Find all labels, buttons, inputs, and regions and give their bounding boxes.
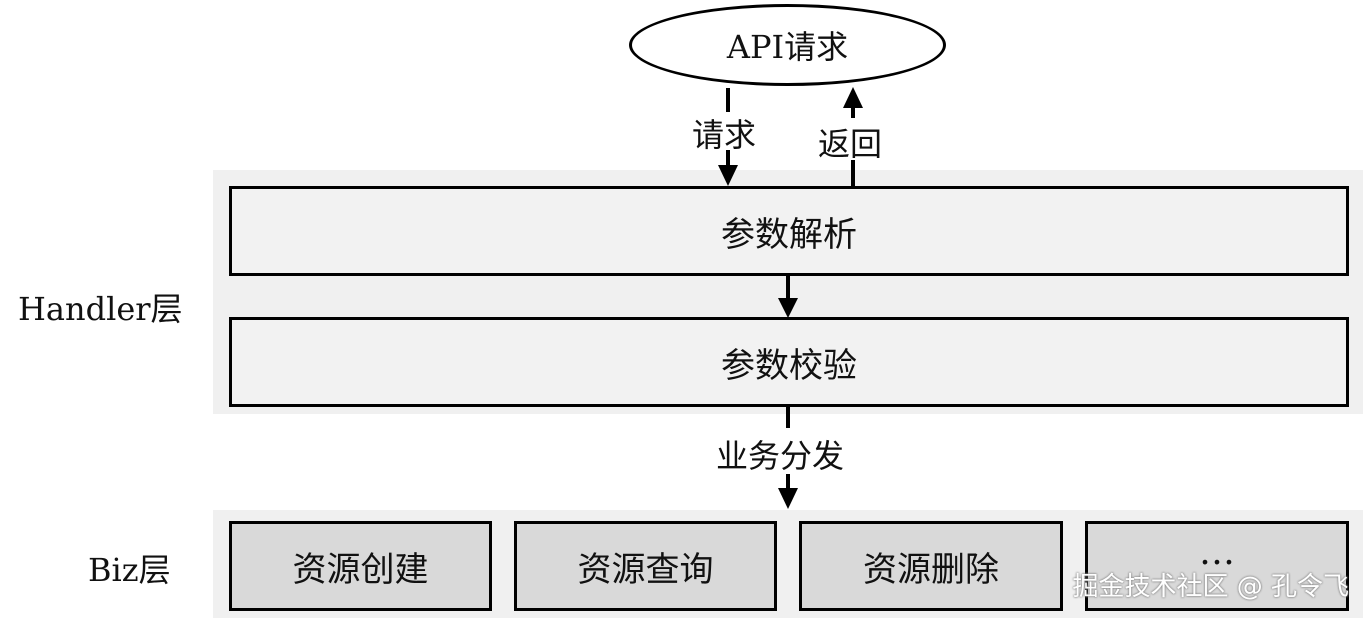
biz-layer-label: Biz层 <box>88 551 171 589</box>
resource-query-label: 资源查询 <box>577 549 714 590</box>
resource-create-box: 资源创建 <box>229 521 492 611</box>
resource-delete-box: 资源删除 <box>799 521 1063 611</box>
api-request-label: API请求 <box>726 28 849 66</box>
return-arrow-head <box>843 87 863 108</box>
return-label: 返回 <box>818 125 883 163</box>
api-request-node: API请求 <box>629 4 946 86</box>
more-resources-box: … <box>1085 521 1349 611</box>
dispatch-arrow-head <box>778 488 798 509</box>
resource-delete-label: 资源删除 <box>863 549 999 590</box>
resource-query-box: 资源查询 <box>514 521 777 611</box>
param-validate-box: 参数校验 <box>229 317 1349 407</box>
dispatch-label: 业务分发 <box>716 437 845 475</box>
param-parse-label: 参数解析 <box>721 214 857 255</box>
parse-to-validate-arrow-head <box>778 298 798 318</box>
request-arrow-head <box>718 165 738 186</box>
watermark-text: 掘金技术社区 @ 孔令飞 <box>1072 572 1349 602</box>
param-validate-label: 参数校验 <box>721 345 857 386</box>
resource-create-label: 资源创建 <box>292 549 429 590</box>
request-label: 请求 <box>692 116 757 154</box>
handler-layer-label: Handler层 <box>18 290 183 328</box>
param-parse-box: 参数解析 <box>229 186 1349 276</box>
more-resources-label: … <box>1199 532 1235 573</box>
